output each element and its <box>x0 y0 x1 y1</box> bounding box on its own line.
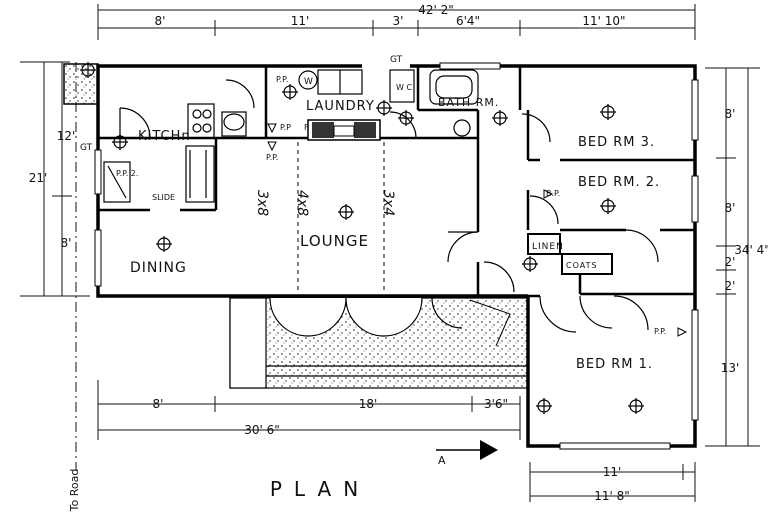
label-gt-top: GT <box>390 55 403 65</box>
room-label-dining: DINING <box>130 260 187 276</box>
left-dimension-lines <box>20 61 90 297</box>
label-bp: B.P. <box>546 189 560 198</box>
lounge-divider <box>297 142 385 294</box>
dim-bottom-seg-1: 8' <box>153 397 164 411</box>
label-pp2: P.P. 2. <box>116 169 138 178</box>
patio <box>229 297 529 389</box>
dim-right-seg-5: 13' <box>721 361 740 375</box>
dim-overall-width: 42' 2" <box>418 3 454 17</box>
dim-left-seg-2: 8' <box>61 236 72 250</box>
top-dimension-lines <box>97 4 696 40</box>
outer-walls <box>96 64 697 448</box>
room-label-laundry: LAUNDRY <box>306 99 375 114</box>
label-w: W <box>304 77 313 87</box>
room-label-kitchen: KITCHn <box>138 129 191 144</box>
room-label-bath: BATH RM. <box>438 96 499 109</box>
dim-bottom-seg-3: 3'6" <box>484 397 508 411</box>
label-slide: SLIDE <box>152 193 175 202</box>
floor-mark-3: 3x4 <box>380 190 396 216</box>
dim-bed1-width-1: 11' <box>603 465 622 479</box>
entry-stoop <box>63 63 99 105</box>
dim-right-seg-3: 2' <box>725 255 736 269</box>
dim-left-total: 21' <box>29 171 48 185</box>
room-label-coats: COATS <box>566 261 598 270</box>
dim-top-seg-4: 6'4" <box>456 14 480 28</box>
section-arrow <box>436 440 498 460</box>
dim-top-seg-5: 11' 10" <box>582 14 625 28</box>
label-pp-laundry: P.P. <box>276 75 288 84</box>
light-fixtures <box>80 62 644 414</box>
fireplace <box>307 119 381 141</box>
laundry-fixtures <box>298 69 479 137</box>
dim-bed1-width-2: 11' 8" <box>594 489 630 503</box>
room-label-bed2: BED RM. 2. <box>578 175 660 190</box>
right-dimension-lines <box>705 67 760 447</box>
plan-title: PLAN <box>270 477 370 501</box>
label-pp-lower: P.P. <box>266 153 278 162</box>
room-label-bed3: BED RM 3. <box>578 135 655 150</box>
dim-right-seg-1: 8' <box>725 107 736 121</box>
label-pp-bed1: P.P. <box>654 327 666 336</box>
floor-mark-2: 4x8 <box>294 190 310 216</box>
label-wc: W C <box>396 83 412 92</box>
door-swings <box>119 79 659 333</box>
room-label-linen: LINEN <box>532 242 564 252</box>
dim-bottom-seg-2: 18' <box>359 397 378 411</box>
label-f: F <box>304 123 309 132</box>
room-label-bed1: BED RM 1. <box>576 357 653 372</box>
windows <box>94 62 699 450</box>
power-points <box>267 123 688 337</box>
dim-left-seg-1: 12' <box>57 129 76 143</box>
dim-right-total: 34' 4" <box>734 243 768 257</box>
section-marker-label: A <box>438 454 446 467</box>
kitchen-fixtures <box>103 103 247 203</box>
dim-bottom-total: 30' 6" <box>244 423 280 437</box>
label-pp-wall: P.P <box>280 123 291 132</box>
road-note: To Road <box>68 469 81 512</box>
dim-top-seg-1: 8' <box>155 14 166 28</box>
room-label-lounge: LOUNGE <box>300 232 369 250</box>
bottom-dimension-lines <box>97 380 696 502</box>
dim-top-seg-3: 3' <box>393 14 404 28</box>
dim-right-seg-2: 8' <box>725 201 736 215</box>
dim-right-seg-4: 2' <box>725 279 736 293</box>
floor-mark-1: 3x8 <box>254 190 270 216</box>
label-gt-left: GT <box>80 143 93 153</box>
dim-top-seg-2: 11' <box>291 14 310 28</box>
